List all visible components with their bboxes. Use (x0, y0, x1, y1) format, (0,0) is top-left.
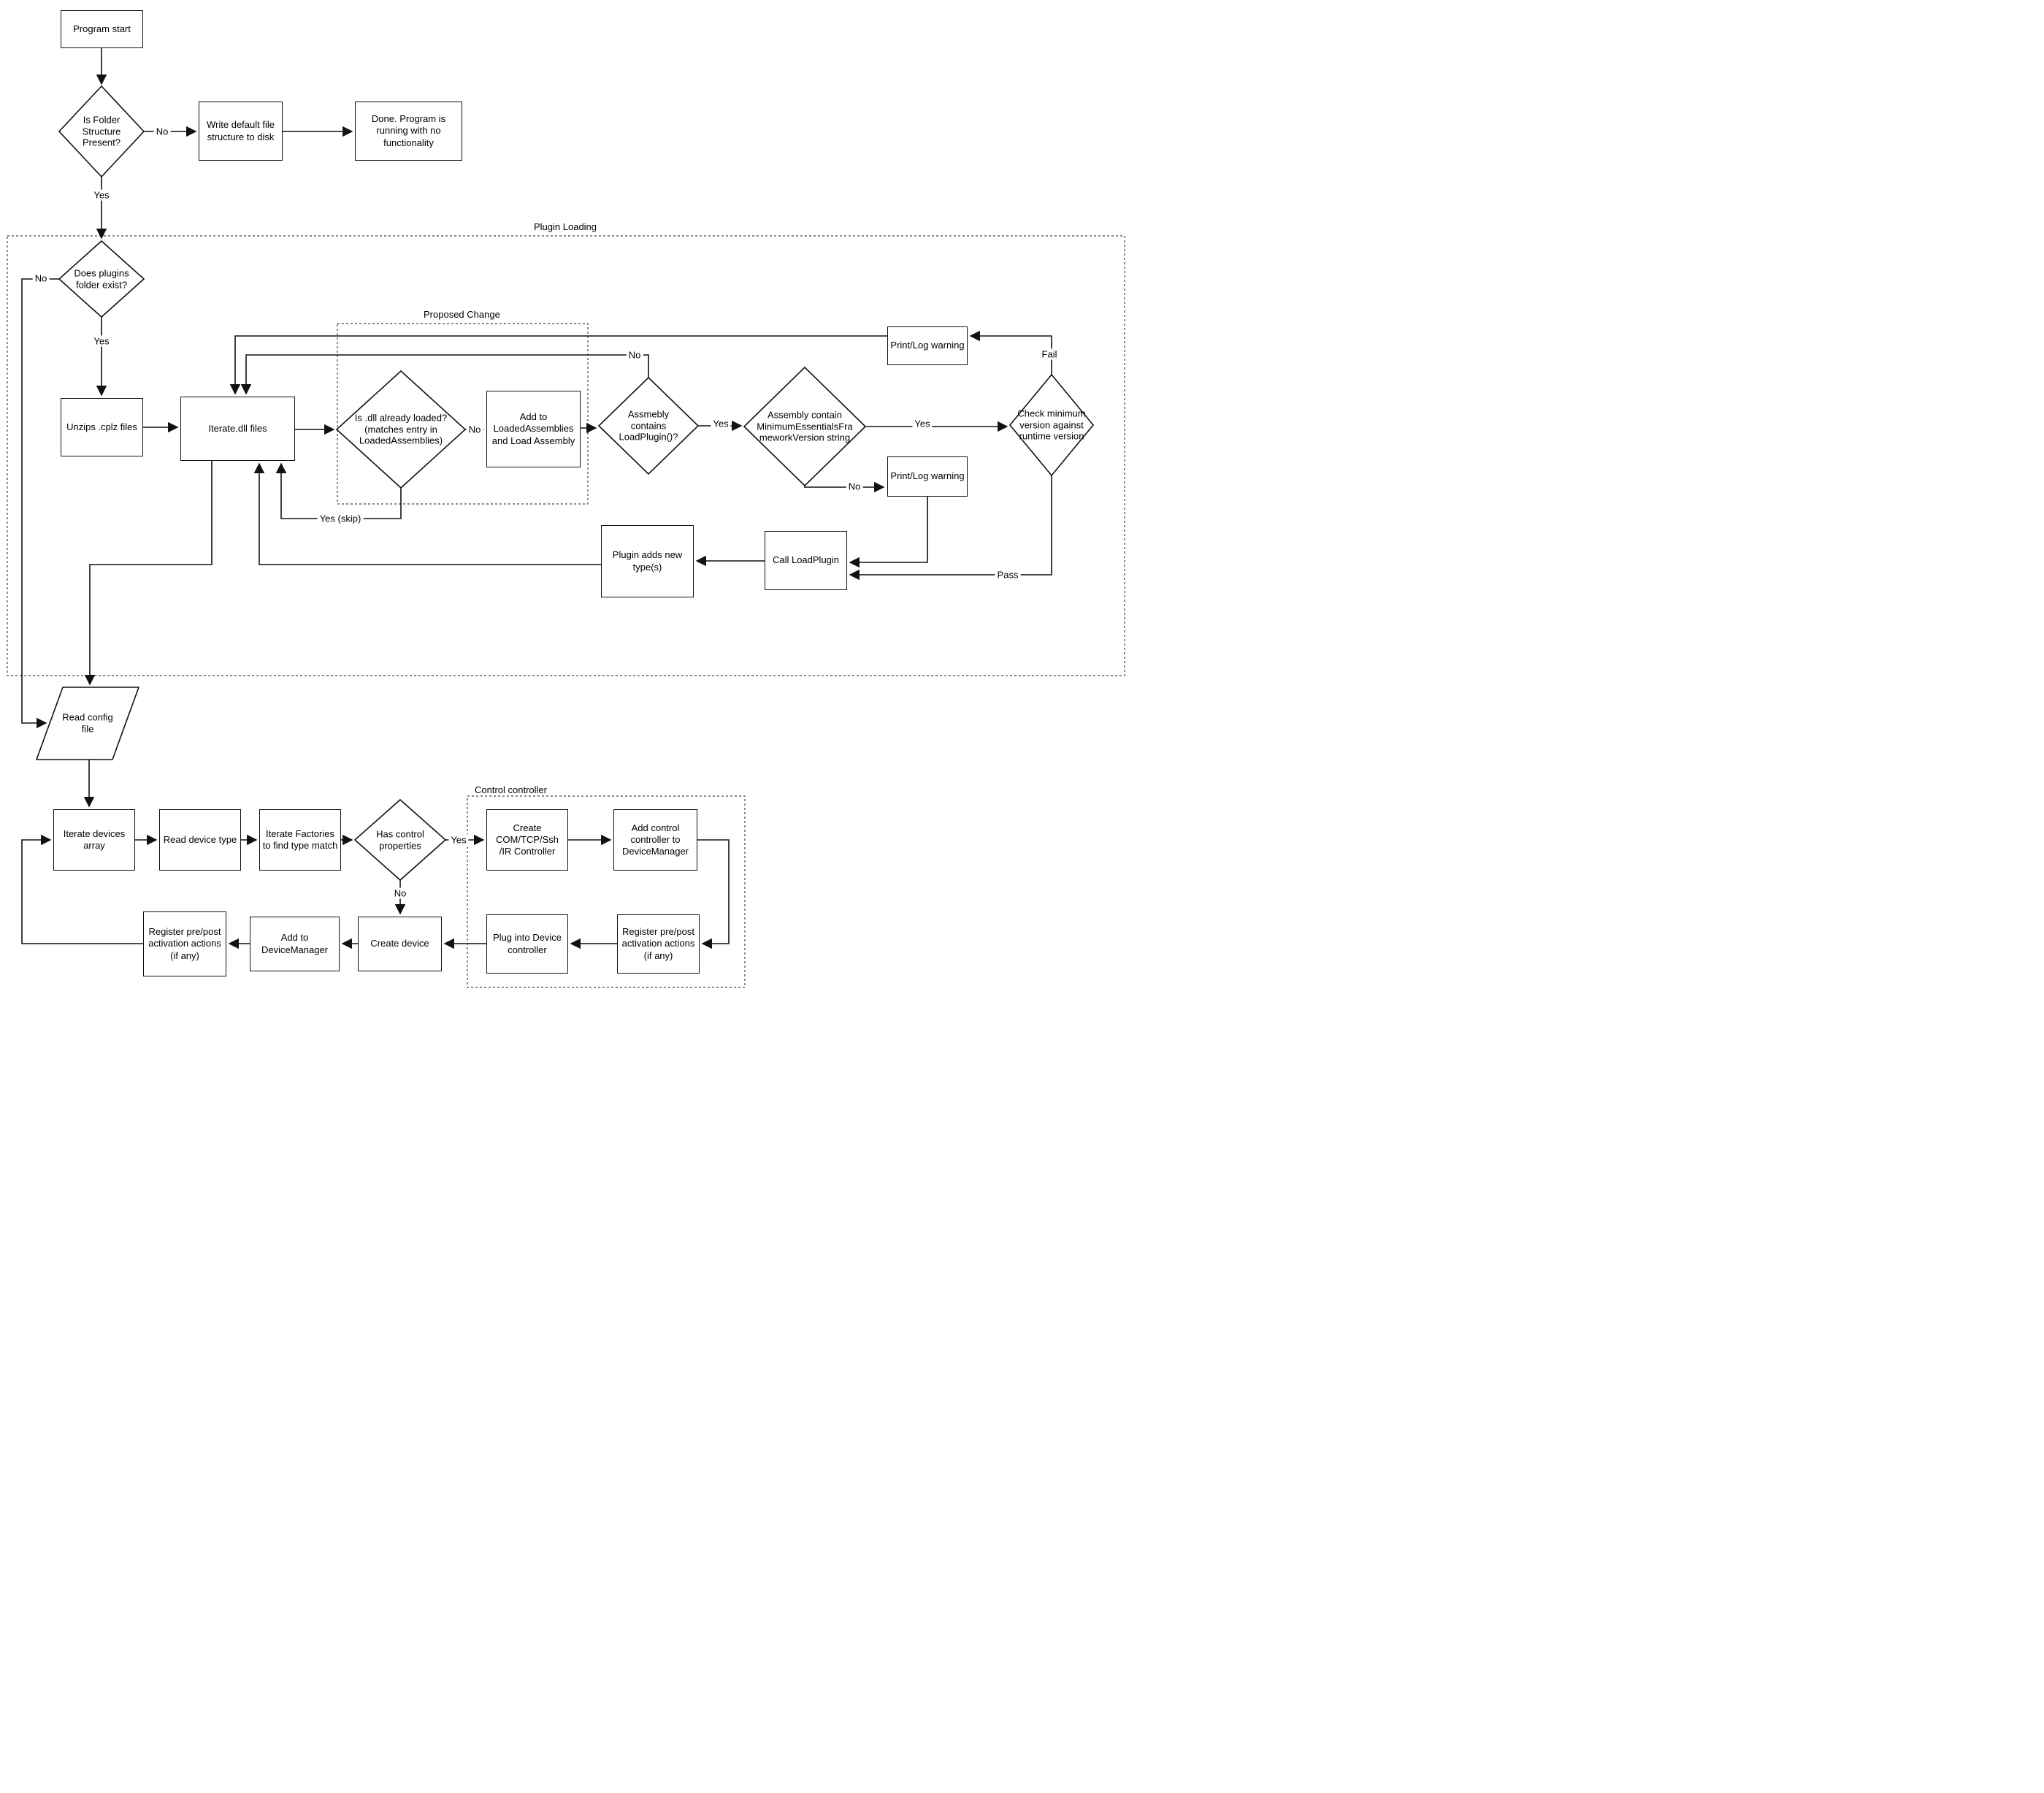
node-program-start: Program start (61, 10, 143, 48)
edge-label-control-yes: Yes (448, 834, 469, 846)
node-read-device-type: Read device type (159, 809, 241, 871)
node-done-no-functionality: Done. Program is running with no functio… (355, 102, 462, 161)
decision-folder-structure-shape (58, 85, 145, 178)
decision-contains-loadplugin-shape (597, 376, 700, 475)
decision-dll-loaded-label: Is .dll already loaded? (matches entry i… (354, 412, 448, 446)
decision-min-version-string-shape (743, 366, 867, 487)
edge-label-plugins-no: No (32, 272, 50, 284)
edge-label-control-no: No (391, 887, 409, 899)
node-plug-into-device-controller: Plug into Device controller (486, 914, 568, 974)
node-iterate-dll-files: Iterate.dll files (180, 397, 295, 461)
node-register-pre-post-device: Register pre/post activation actions (if… (143, 911, 226, 976)
node-iterate-devices-array: Iterate devices array (53, 809, 135, 871)
decision-check-version-label: Check minimum version against runtime ve… (1017, 408, 1086, 442)
edge-label-dll-loaded-no: No (466, 424, 483, 435)
group-proposed-change (337, 323, 589, 505)
edge-warning-to-call-loadplugin (849, 497, 928, 568)
decision-plugins-folder-shape (58, 240, 145, 318)
decision-has-control-label: Has control properties (376, 828, 424, 851)
edge-plugins-no-to-read-config (21, 278, 59, 729)
node-write-default-file-structure: Write default file structure to disk (199, 102, 283, 161)
edge-label-dll-loaded-yes-skip: Yes (skip) (317, 513, 364, 524)
group-control-controller (467, 795, 746, 988)
group-label-plugin-loading: Plugin Loading (534, 221, 597, 232)
io-read-config-shape (35, 687, 140, 760)
node-print-log-warning-fail: Print/Log warning (887, 326, 968, 365)
node-create-device: Create device (358, 917, 442, 971)
flowchart-canvas: Plugin Loading Proposed Change Control c… (0, 0, 1129, 990)
edge-register-device-to-iterate-devices (21, 834, 143, 944)
node-create-controller: Create COM/TCP/Ssh /IR Controller (486, 809, 568, 871)
edge-label-minver-no: No (846, 481, 863, 492)
node-call-loadplugin: Call LoadPlugin (765, 531, 847, 590)
group-label-proposed-change: Proposed Change (424, 309, 500, 320)
decision-plugins-folder-label: Does plugins folder exist? (74, 267, 129, 290)
edge-check-version-pass-to-call-loadplugin (849, 475, 1052, 581)
connector-layer (7, 48, 1125, 988)
node-register-pre-post-control: Register pre/post activation actions (if… (617, 914, 700, 974)
node-add-to-loaded-assemblies: Add to LoadedAssemblies and Load Assembl… (486, 391, 581, 467)
edge-plugin-adds-types-to-iterate-dll (253, 462, 601, 565)
decision-folder-structure-label: Is Folder Structure Present? (82, 114, 121, 148)
decision-dll-loaded-shape (335, 370, 467, 489)
node-add-control-controller: Add control controller to DeviceManager (613, 809, 697, 871)
decision-contains-loadplugin-label: Assmebly contains LoadPlugin()? (619, 408, 678, 443)
group-label-control-controller: Control controller (475, 784, 547, 795)
edge-loadplugin-no-to-iterate-dll (240, 354, 649, 395)
decision-has-control-shape (353, 798, 447, 882)
edge-label-plugins-yes: Yes (91, 335, 112, 347)
edge-label-minver-yes: Yes (912, 418, 933, 429)
decision-check-version-shape (1008, 373, 1095, 477)
edge-warning-to-iterate-dll (229, 335, 887, 395)
edge-add-control-controller-to-register-control (697, 839, 730, 949)
edge-minversion-no-to-warning (804, 481, 885, 493)
edge-iterate-dll-to-read-config (84, 461, 213, 686)
edge-label-loadplugin-no: No (626, 349, 643, 361)
node-plugin-adds-new-types: Plugin adds new type(s) (601, 525, 694, 597)
node-add-to-device-manager: Add to DeviceManager (250, 917, 340, 971)
node-unzips-cplz-files: Unzips .cplz files (61, 398, 143, 456)
edge-label-loadplugin-yes: Yes (711, 418, 731, 429)
node-iterate-factories: Iterate Factories to find type match (259, 809, 341, 871)
io-read-config-label: Read config file (62, 711, 113, 734)
decision-min-version-string-label: Assembly contain MinimumEssentialsFramew… (757, 409, 853, 443)
edge-label-checkver-fail: Fail (1039, 348, 1060, 360)
node-print-log-warning-no: Print/Log warning (887, 456, 968, 497)
edge-label-checkver-pass: Pass (995, 569, 1021, 581)
edge-label-folder-yes: Yes (91, 189, 112, 201)
edge-label-folder-no: No (153, 126, 171, 137)
group-plugin-loading (7, 235, 1125, 676)
edge-check-version-fail-to-warning (969, 330, 1052, 375)
